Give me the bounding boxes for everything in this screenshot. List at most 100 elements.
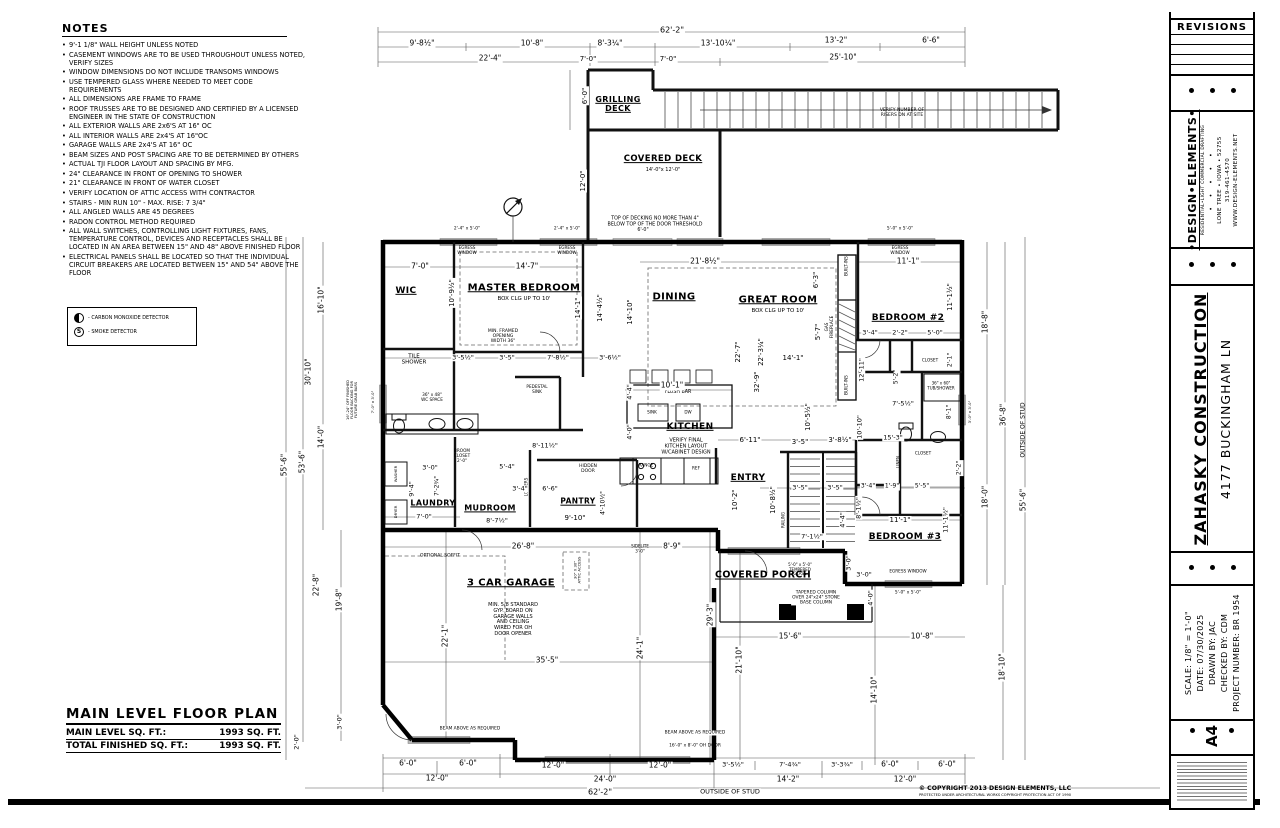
dimension-label: 7'-4¾" [778,760,802,769]
dimension-label: 4'-4" [625,383,634,401]
room-label: DINING [652,291,696,303]
dimension-label: 13'-2" [823,35,849,46]
titleblock-meta-line: PROJECT NUMBER: BR 1954 [1231,593,1241,712]
sqft-value: 1993 SQ. FT. [208,739,281,753]
annotation-label: 36" x 48" WC SPACE [421,392,443,402]
strip-dots [1167,728,1257,733]
annotation-label: 5'-0" x 5'-0" [894,590,922,596]
annotation-label: EGRESS WINDOW [557,245,577,255]
dimension-label: 32'-9" [752,370,762,394]
annotation-label: BROOM CLOSET 2'-0" [453,447,471,463]
room-label: BEDROOM #3 [868,531,942,542]
note-item: VERIFY LOCATION OF ATTIC ACCESS WITH CON… [62,189,305,197]
company-dots: • • • • • [1207,148,1215,211]
annotation-label: VERIFY FINAL KITCHEN LAYOUT W/CABINET DE… [661,437,711,455]
dimension-label: 6'-0" [398,758,418,769]
dimension-label: 14'-1" [781,353,805,363]
note-item: ELECTRICAL PANELS SHALL BE LOCATED SO TH… [62,253,305,277]
annotation-label: EGRESS WINDOW [889,568,927,574]
room-label: COVERED DECK [623,154,703,165]
note-item: 24" CLEARANCE IN FRONT OF OPENING TO SHO… [62,170,305,178]
dimension-label: 22'-7" [733,340,743,364]
company-box: •DESIGN•ELEMENTS• RESIDENTIAL•LIGHT COMM… [1169,108,1255,251]
dimension-label: 7'-5½" [891,399,915,408]
dimension-label: 3'-6½" [598,353,622,362]
dimension-label: 10'-8" [909,631,935,642]
dimension-label: 8'-1" [945,403,954,421]
room-label: GREAT ROOM [738,294,818,306]
deck-stair-treads [664,92,1044,128]
revision-row [1171,65,1253,75]
dimension-label: 26'-8" [510,541,536,552]
dimension-label: 36'-8" [998,402,1009,428]
legend-label: - CARBON MONOXIDE DETECTOR [88,315,169,321]
note-item: USE TEMPERED GLASS WHERE NEEDED TO MEET … [62,78,305,94]
notes-title: NOTES [62,22,287,37]
dimension-label: 29'-3" [705,602,716,628]
note-item: ROOF TRUSSES ARE TO BE DESIGNED AND CERT… [62,105,305,121]
dimension-label: 14'-2" [775,774,801,785]
annotation-label: 30" X 30" ATTIC ACCESS [572,556,582,584]
annotation-label: OUTSIDE OF STUD [699,787,761,796]
dimension-label: 8'-3¼" [596,38,624,49]
notes-panel: NOTES 9'-1 1/8" WALL HEIGHT UNLESS NOTED… [62,22,305,278]
sqft-row: MAIN LEVEL SQ. FT.:1993 SQ. FT. [66,727,281,740]
company-phone: 319-461-4570 [1224,157,1231,202]
dimension-label: 2'-2" [891,328,909,337]
dimension-label: 15'-6" [777,631,803,642]
dimension-label: 22'-1" [440,623,451,649]
annotation-label: RANGE [638,462,654,468]
dimension-label: 16'-10" [316,285,327,315]
dimension-label: 14'-4½" [595,293,605,323]
strip-dots [1167,262,1257,267]
dimension-label: 5'-2" [892,368,901,386]
dimension-label: 10'-8½" [768,485,778,515]
dimension-label: 14'-7" [514,261,540,272]
annotation-label: 36" x 60" TUB/SHOWER [927,380,955,390]
annotation-label: BEAM ABOVE AS REQUIRED [663,730,727,736]
dimension-label: 53'-6" [297,449,308,475]
note-item: CASEMENT WINDOWS ARE TO BE USED THROUGHO… [62,51,305,67]
annotation-label: BUILT-INS [843,256,849,276]
dimension-label: 3'-0" [855,570,873,579]
dimension-label: 7'-0" [415,512,433,521]
annotation-label: BOX CLG UP TO 10' [751,307,805,314]
annotation-label: BUILT-INS [843,375,849,395]
dimension-label: 15'-3" [882,433,904,442]
dimension-label: 5'-5" [913,482,931,491]
annotation-label: SIDELITE 3'-0" [631,543,649,553]
dimension-label: 3'-0" [335,713,344,731]
note-item: ALL WALL SWITCHES, CONTROLLING LIGHT FIX… [62,227,305,251]
dimension-label: 12'-0" [540,760,566,771]
fine-print-box [1169,754,1255,810]
dimension-label: 6'-11" [738,435,762,445]
door-swings [385,331,881,741]
room-label: COVERED PORCH [714,569,812,581]
project-box: ZAHASKY CONSTRUCTION 4177 BUCKINGHAM LN [1169,284,1255,553]
dimension-label: 62'-2" [658,25,686,35]
room-label: GRILLING DECK [595,94,641,113]
dimension-label: 4'-0" [625,423,634,441]
dimension-label: 10'-8" [519,38,545,49]
plan-title-block: MAIN LEVEL FLOOR PLAN MAIN LEVEL SQ. FT.… [66,706,281,753]
annotation-label: CLOSET [914,450,932,456]
annotation-label: SINK [647,409,657,415]
dimension-label: 6'-0" [937,759,957,770]
sqft-value: 1993 SQ. FT. [208,727,281,740]
dimension-label: 3'-5½" [451,353,475,362]
strip-dots [1167,565,1257,570]
dimension-label: 3'-5" [498,353,516,362]
sqft-label: MAIN LEVEL SQ. FT.: [66,727,209,740]
porch-column [847,604,864,620]
dimension-label: 9'-10" [563,513,587,523]
copyright-subline: PROTECTED UNDER ARCHITECTURAL WORKS COPY… [918,793,1072,797]
page-title: MAIN LEVEL FLOOR PLAN [66,706,281,725]
north-arrow-icon [503,197,523,242]
dimension-label: 6'-6" [921,35,941,46]
annotation-label: TILE SHOWER [401,353,427,366]
strip-dots [1167,88,1257,93]
dimension-label: 3'-5" [826,483,844,492]
